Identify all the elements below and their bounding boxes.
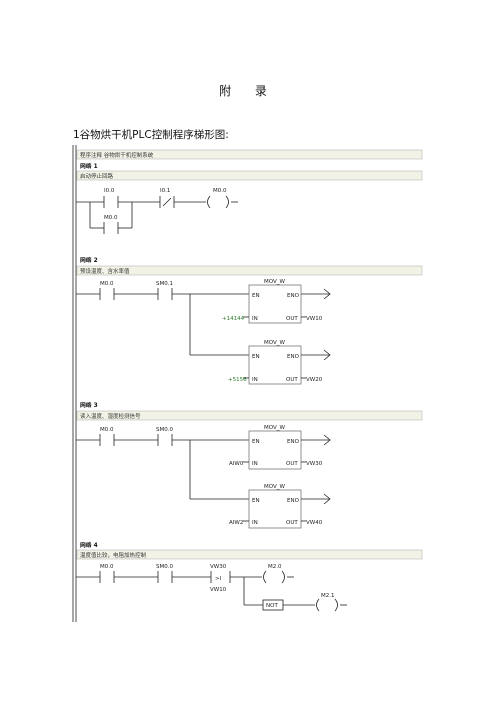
- n3-block2-out-label: OUT: [286, 520, 298, 526]
- coil-m0-0: M0.0: [213, 188, 227, 194]
- section-heading: 1谷物烘干机PLC控制程序梯形图:: [73, 129, 229, 141]
- network-1-rungs: [76, 195, 238, 234]
- n2-block1-en: EN: [252, 293, 260, 299]
- n2-contact-m0-0: M0.0: [100, 281, 114, 287]
- n4-compare-top: VW30: [210, 564, 227, 570]
- n4-compare-bottom: VW10: [210, 587, 227, 593]
- n2-block2-in: +5156: [228, 377, 247, 383]
- n2-block2-eno: ENO: [287, 354, 300, 360]
- n2-block2-in-label: IN: [252, 377, 258, 383]
- n2-block1-in-label: IN: [252, 316, 258, 322]
- n3-block1-out-label: OUT: [286, 461, 298, 467]
- n3-block2-in: AIW2: [229, 520, 243, 526]
- n4-coil-m2-0: M2.0: [268, 564, 282, 570]
- network-3-comment: 读入温度、湿度检测信号: [80, 412, 141, 420]
- n2-block2-en: EN: [252, 354, 260, 360]
- network-4-rungs: [76, 570, 347, 612]
- network-1-label: 网络 1: [80, 162, 98, 170]
- n3-block2-eno: ENO: [287, 498, 300, 504]
- n4-not-label: NOT: [266, 603, 278, 609]
- contact-i0-0: I0.0: [104, 188, 115, 194]
- n2-block2-out: VW20: [306, 377, 323, 383]
- program-comment: 程序注释 谷物烘干机控制系统: [80, 151, 154, 159]
- network-2-comment: 预设温度、含水率值: [80, 267, 130, 275]
- n4-contact-m0-0: M0.0: [100, 564, 114, 570]
- n2-block2-name: MOV_W: [264, 340, 285, 346]
- page-title: 附 录: [219, 84, 277, 98]
- network-4-label: 网络 4: [80, 541, 98, 549]
- n3-block2-name: MOV_W: [264, 484, 285, 490]
- network-3-label: 网络 3: [80, 401, 98, 409]
- n4-contact-sm0-0: SM0.0: [156, 564, 173, 570]
- contact-m0-0-parallel: M0.0: [104, 215, 118, 221]
- contact-i0-1: I0.1: [160, 188, 170, 194]
- n3-contact-m0-0: M0.0: [100, 427, 114, 433]
- n3-block1-eno: ENO: [287, 439, 300, 445]
- n2-block1-eno: ENO: [287, 293, 300, 299]
- n3-block1-in: AIW0: [229, 461, 244, 467]
- n4-compare-op: >I: [215, 576, 222, 582]
- network-4-comment: 温度值比较，电阻加热控制: [80, 551, 147, 559]
- n2-contact-sm0-1: SM0.1: [156, 281, 173, 287]
- n3-block2-out: VW40: [306, 520, 323, 526]
- n4-coil-m2-1: M2.1: [321, 593, 335, 599]
- n3-block2-in-label: IN: [252, 520, 258, 526]
- n3-block1-in-label: IN: [252, 461, 258, 467]
- network-1-comment: 启动停止回路: [80, 172, 114, 180]
- n3-block1-out: VW30: [306, 461, 323, 467]
- n2-block1-out: VW10: [306, 316, 323, 322]
- n2-block1-in: +14144: [222, 316, 245, 322]
- network-2-rungs: [76, 284, 331, 385]
- network-2-label: 网络 2: [80, 256, 98, 264]
- n2-block2-out-label: OUT: [286, 377, 298, 383]
- n3-block1-name: MOV_W: [264, 425, 285, 431]
- n3-block2-en: EN: [252, 498, 260, 504]
- network-3-rungs: [76, 430, 331, 529]
- n3-contact-sm0-0: SM0.0: [156, 427, 173, 433]
- n2-block1-name: MOV_W: [264, 279, 285, 285]
- n3-block1-en: EN: [252, 439, 260, 445]
- n2-block1-out-label: OUT: [286, 316, 298, 322]
